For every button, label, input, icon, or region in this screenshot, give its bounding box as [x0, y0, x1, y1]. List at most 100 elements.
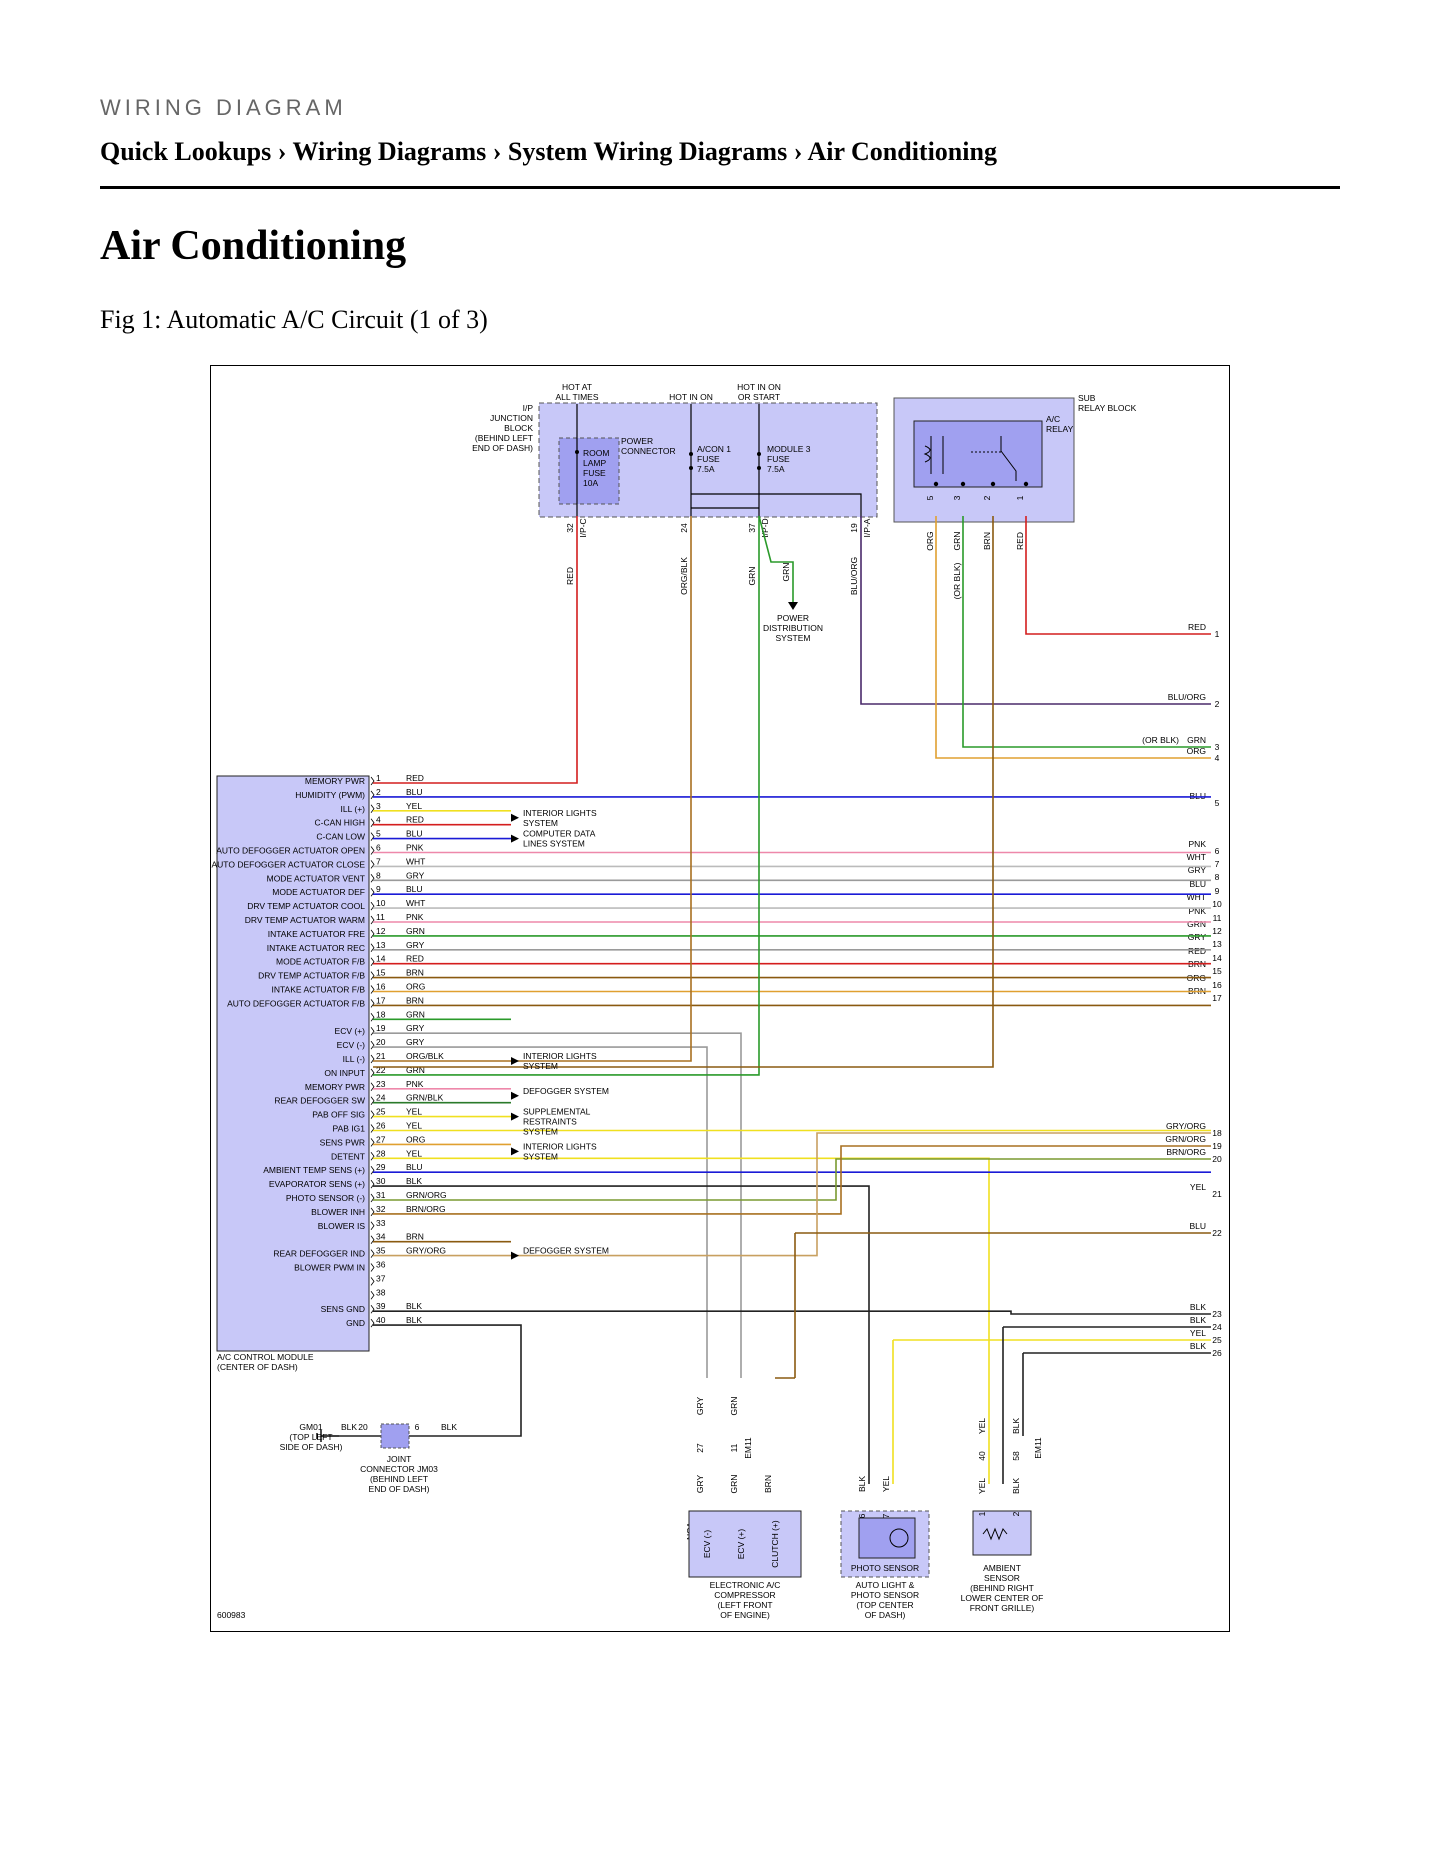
power-condition-label: ALL TIMES — [556, 392, 599, 402]
relay-label: RELAY — [1046, 424, 1074, 434]
system-reference: SYSTEM — [523, 1061, 558, 1071]
joint-connector-label: END OF DASH) — [369, 1484, 430, 1494]
pin-marker — [370, 915, 375, 925]
breadcrumb-item[interactable]: System Wiring Diagrams — [507, 137, 788, 166]
module-pin-function: C-CAN LOW — [316, 832, 365, 842]
thermistor-symbol — [982, 1527, 1008, 1541]
pin-number: 14 — [376, 954, 386, 964]
pin-number: 11 — [376, 912, 385, 922]
wire-color-label: BLK — [406, 1301, 422, 1311]
page-continuation-number: 20 — [1212, 1154, 1222, 1164]
wire-color-label: WHT — [406, 898, 425, 908]
wire-color-label: BRN — [406, 995, 424, 1005]
page-continuation-number: 18 — [1212, 1128, 1222, 1138]
fuse-label: 10A — [583, 478, 598, 488]
wire-color-label: GRY — [406, 870, 425, 880]
breadcrumb-item[interactable]: Quick Lookups — [100, 137, 272, 166]
pin-marker — [370, 1096, 375, 1105]
wire-color-label: BRN — [763, 1475, 773, 1493]
fuse-terminal — [757, 452, 761, 456]
wire-color-label: GRN — [747, 567, 757, 586]
module-pin-function: AUTO DEFOGGER ACTUATOR F/B — [227, 998, 365, 1008]
module-label: (CENTER OF DASH) — [217, 1362, 298, 1372]
system-reference: INTERIOR LIGHTS — [523, 808, 597, 818]
module-pin-function: INTAKE ACTUATOR FRE — [268, 929, 366, 939]
pin-marker — [370, 1291, 375, 1300]
pin-marker — [370, 1082, 375, 1092]
pin-marker — [370, 957, 375, 966]
relay-switch — [1000, 436, 1017, 481]
arrow-marker — [511, 1091, 519, 1100]
module-pin-function: MEMORY PWR — [305, 1082, 365, 1092]
wire-color-label: ORG — [406, 982, 425, 992]
fuse-label: A/CON 1 — [697, 444, 731, 454]
pin-number: 13 — [376, 940, 386, 950]
wire-color-label: YEL — [406, 1107, 422, 1117]
pin-marker — [370, 790, 375, 800]
ambient-sensor-label: SENSOR — [984, 1573, 1020, 1583]
photo-diode — [889, 1528, 909, 1548]
pin-marker — [370, 929, 375, 939]
compressor-terminal: ECV (-) — [702, 1530, 712, 1559]
wire-color-label: GRN — [1187, 919, 1206, 929]
pin-number: 25 — [376, 1107, 386, 1117]
wire-color-label: BLU/ORG — [849, 557, 859, 595]
wire-power-distribution — [758, 515, 794, 602]
relay-coil — [923, 436, 944, 474]
pin-number: 1 — [977, 1511, 987, 1516]
pin-marker — [370, 1304, 375, 1314]
system-reference: SYSTEM — [523, 818, 558, 828]
page-continuation-number: 17 — [1212, 993, 1222, 1003]
pin-number: 7 — [376, 856, 381, 866]
wire-color-label: BRN — [406, 968, 424, 978]
wire-color-label: BLK — [1190, 1341, 1206, 1351]
pin-number: 19 — [376, 1023, 386, 1033]
pin-number: 15 — [376, 968, 386, 978]
pin-number: 5 — [925, 495, 935, 500]
page-continuation-number: 5 — [1215, 798, 1220, 808]
module-pin-function: DETENT — [331, 1151, 365, 1161]
relay-label: A/C — [1046, 414, 1060, 424]
wire-color-label: BLU — [406, 1162, 423, 1172]
breadcrumb-separator: › — [492, 137, 502, 166]
page-continuation-number: 22 — [1212, 1228, 1222, 1238]
wire-relay-2 — [373, 516, 994, 1068]
fuse-terminal — [757, 466, 761, 470]
photo-sensor-label: PHOTO SENSOR — [851, 1590, 919, 1600]
pin-number: 32 — [565, 523, 575, 533]
pin-marker — [370, 860, 375, 869]
page-continuation-number: 23 — [1212, 1309, 1222, 1319]
pin-number: 32 — [376, 1204, 386, 1214]
wire-color-label: GRY — [1188, 932, 1207, 942]
connector-id: I/P-D — [760, 518, 770, 537]
breadcrumb-item[interactable]: Wiring Diagrams — [292, 137, 487, 166]
ac-control-module — [216, 775, 370, 1352]
pin-marker — [370, 887, 375, 897]
pin-number: 4 — [376, 815, 381, 825]
arrow-marker — [511, 1251, 519, 1260]
wire-relay-5 — [935, 516, 1211, 759]
ambient-sensor — [972, 1510, 1032, 1556]
pin-number: 37 — [376, 1273, 386, 1283]
section-label: WIRING DIAGRAM — [100, 95, 347, 120]
photo-sensor-name: PHOTO SENSOR — [851, 1563, 919, 1573]
wire-color-label: GRN — [729, 1397, 739, 1416]
pin-number: 40 — [376, 1315, 386, 1325]
pin-number: 8 — [376, 870, 381, 880]
system-reference: POWER — [777, 613, 809, 623]
ground-symbol — [316, 1430, 339, 1442]
pin-number: 27 — [695, 1443, 705, 1453]
pin-number: 38 — [376, 1287, 386, 1297]
pin-number: 6 — [415, 1422, 420, 1432]
wire-jb-19 — [860, 516, 1211, 705]
wire-color-label: BRN — [406, 1232, 424, 1242]
wire-color-label: (OR BLK) — [952, 562, 962, 599]
figure-caption: Fig 1: Automatic A/C Circuit (1 of 3) — [100, 305, 488, 334]
wire-color-label: BLU — [1189, 879, 1206, 889]
pin-number: 30 — [376, 1176, 386, 1186]
module-pin-function: ECV (+) — [335, 1026, 366, 1036]
fuse-label: 7.5A — [697, 464, 715, 474]
relay-block-label: SUB — [1078, 393, 1096, 403]
wire-color-label: RED — [406, 815, 424, 825]
